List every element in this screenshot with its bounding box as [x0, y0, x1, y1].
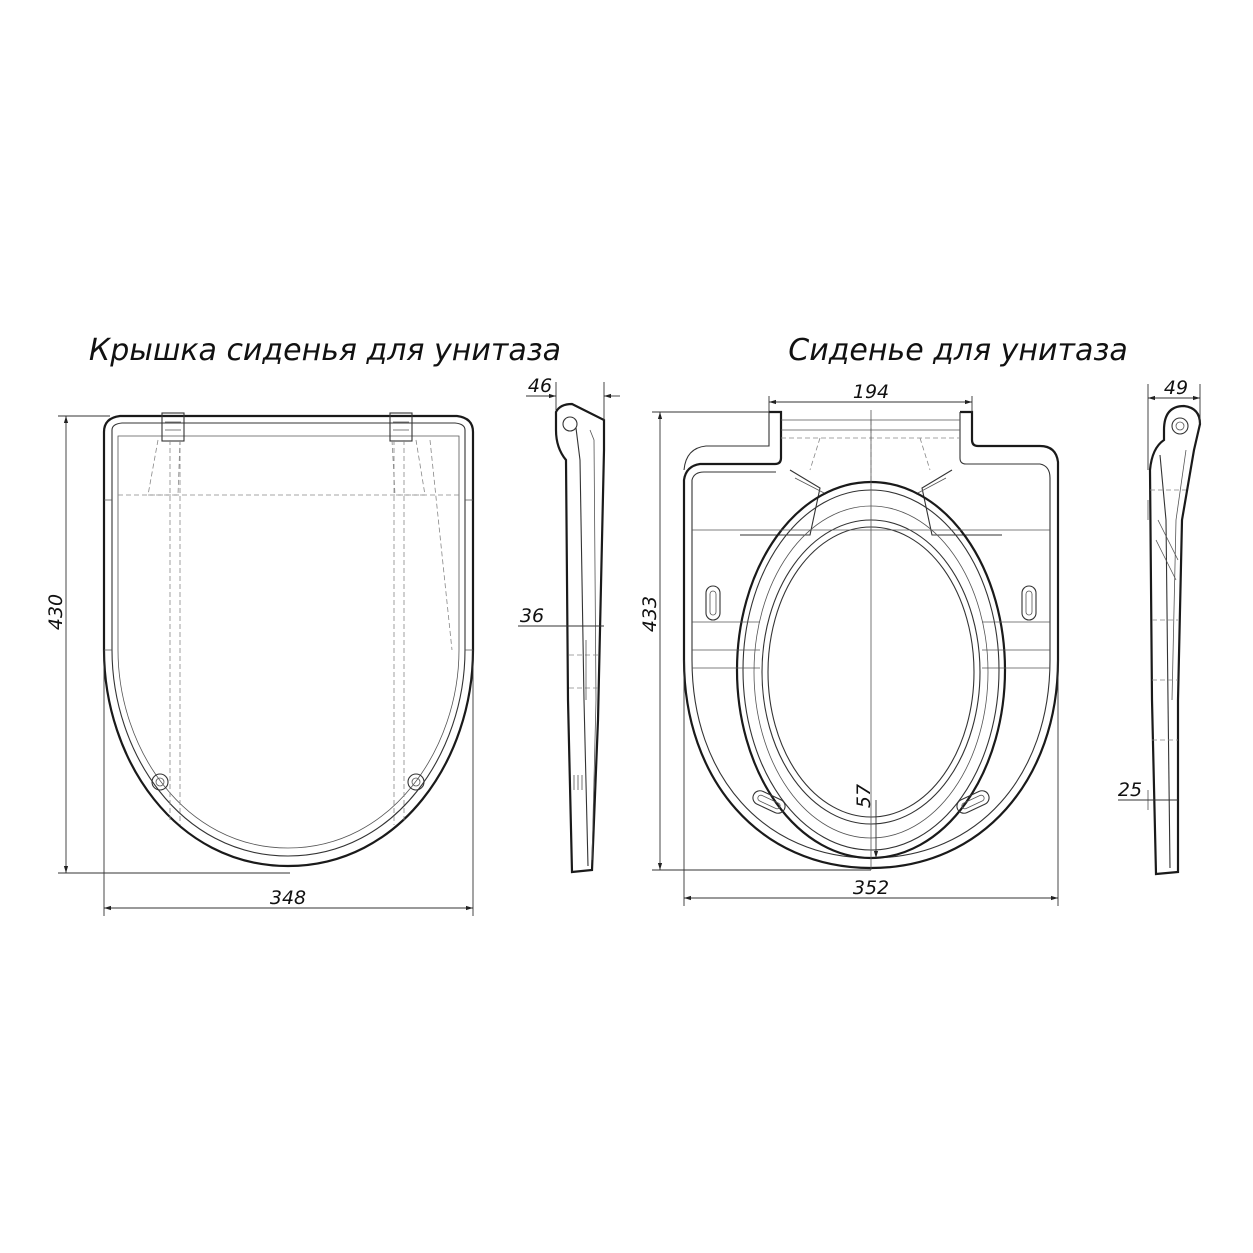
lid-dimension-depth: 46 [526, 375, 620, 420]
seat-dimension-height: 433 [639, 411, 871, 871]
lid-dimension-width: 348 [103, 650, 474, 916]
svg-text:36: 36 [520, 605, 544, 627]
seat-dimension-ring-width: 57 [853, 784, 879, 858]
lid-title: Крышка сиденья для унитаза [89, 333, 561, 368]
seat-dimension-depth: 49 [1147, 377, 1201, 470]
svg-text:194: 194 [853, 381, 889, 403]
seat-dimension-thickness: 25 [1118, 779, 1178, 801]
lid-dimension-thickness: 36 [518, 605, 604, 627]
svg-text:430: 430 [45, 594, 67, 630]
svg-text:352: 352 [853, 877, 889, 899]
svg-text:25: 25 [1118, 779, 1142, 801]
seat-title: Сиденье для унитаза [788, 333, 1128, 368]
lid-front-view [102, 412, 475, 868]
svg-text:49: 49 [1164, 377, 1188, 399]
svg-text:46: 46 [528, 375, 552, 397]
lid-dimension-height: 430 [45, 415, 290, 874]
seat-dimension-width: 352 [683, 660, 1059, 906]
seat-dimension-hinge-span: 194 [768, 381, 973, 412]
svg-text:433: 433 [639, 596, 661, 632]
lid-side-view [554, 402, 606, 874]
seat-front-view [682, 410, 1060, 870]
svg-text:57: 57 [853, 784, 875, 808]
seat-side-view [1147, 404, 1202, 876]
svg-text:348: 348 [270, 887, 306, 909]
